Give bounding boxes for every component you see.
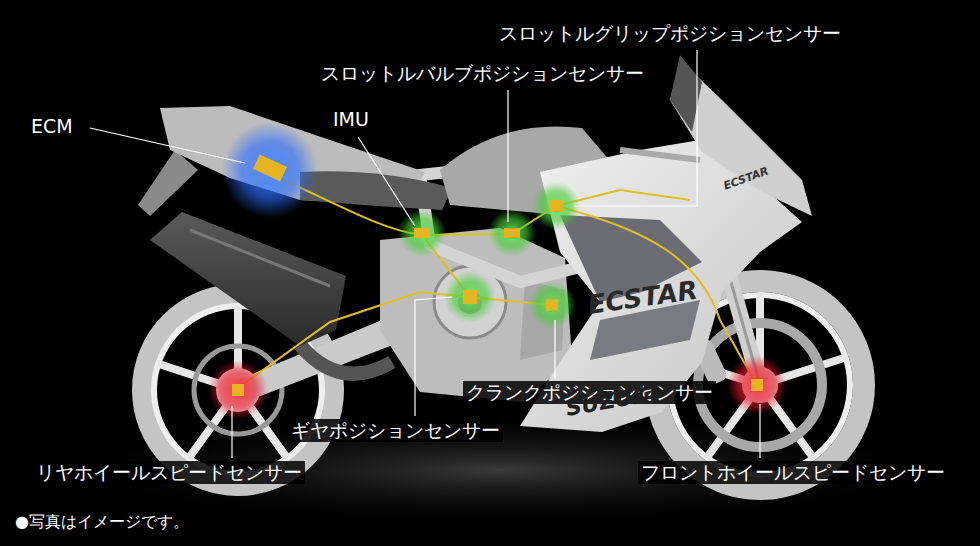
leader-lines bbox=[90, 50, 760, 458]
license-holder bbox=[138, 150, 198, 216]
front-speed-glow bbox=[727, 355, 787, 415]
wiring-harness bbox=[238, 170, 757, 388]
callout-label: IMU bbox=[330, 108, 372, 131]
muffler-highlight bbox=[190, 230, 330, 286]
note-text: ●写真はイメージです。 bbox=[12, 512, 192, 531]
callout-label: ECM bbox=[28, 115, 76, 138]
throttle-valve-glow bbox=[488, 209, 536, 257]
rear-speed-glow bbox=[208, 360, 268, 420]
seat bbox=[300, 171, 452, 210]
imu-glow bbox=[398, 209, 446, 257]
sensor-parts bbox=[232, 154, 763, 396]
exhaust-pipe bbox=[300, 345, 392, 374]
callout-label: フロントホイールスピードセンサー bbox=[638, 461, 948, 484]
muffler bbox=[150, 212, 346, 346]
callout-label: リヤホイールスピードセンサー bbox=[33, 461, 305, 484]
callout-label: スロットルバルブポジションセンサー bbox=[318, 62, 647, 85]
throttle-grip-glow bbox=[532, 182, 580, 230]
livery-text: ECSTAR bbox=[586, 275, 700, 321]
callout-label: スロットルグリップポジションセンサー bbox=[496, 22, 844, 45]
ecm-glow bbox=[222, 122, 318, 218]
handlebar bbox=[620, 150, 700, 160]
livery-text: ECSTAR bbox=[722, 164, 770, 192]
crank-glow bbox=[528, 281, 576, 329]
callout-label: ギヤポジションセンサー bbox=[288, 419, 503, 442]
